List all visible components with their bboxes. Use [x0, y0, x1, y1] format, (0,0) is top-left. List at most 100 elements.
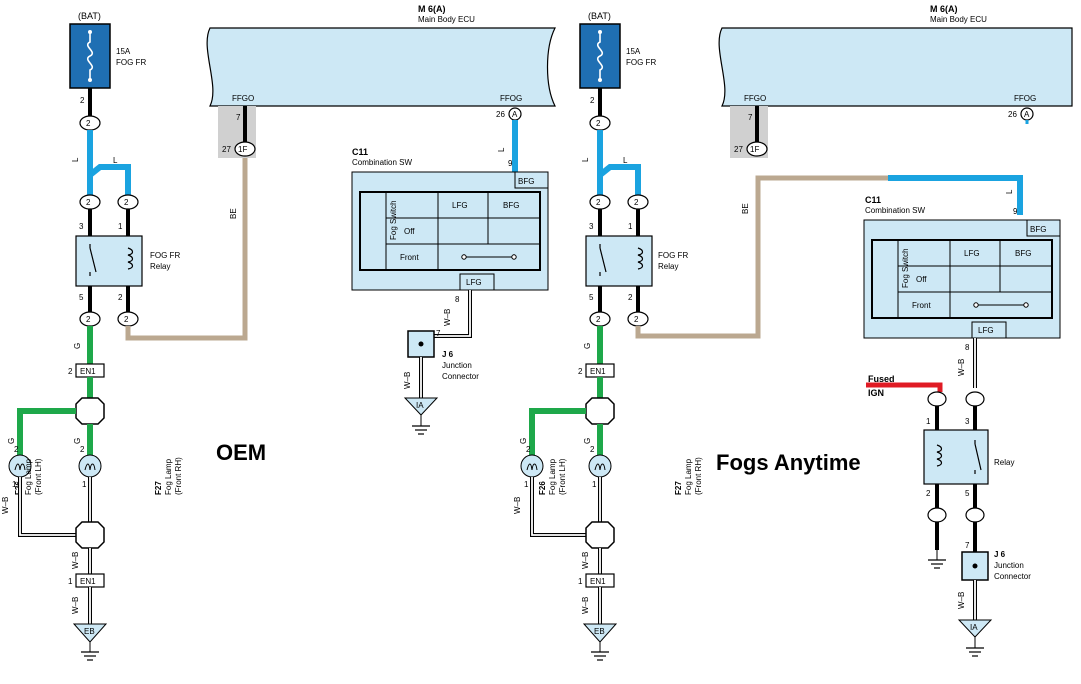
svg-text:W–B: W–B — [581, 597, 590, 614]
svg-text:15A: 15A — [626, 47, 641, 56]
svg-text:(BAT): (BAT) — [588, 11, 611, 21]
svg-text:J 6: J 6 — [442, 350, 454, 359]
svg-text:Junction: Junction — [994, 561, 1024, 570]
svg-text:1: 1 — [68, 577, 73, 586]
ground-ia-icon — [403, 397, 439, 416]
svg-text:26: 26 — [496, 110, 505, 119]
svg-text:W–B: W–B — [1, 497, 10, 514]
fuse-icon — [596, 32, 604, 80]
svg-text:EB: EB — [84, 627, 95, 636]
svg-text:C11: C11 — [352, 147, 368, 157]
svg-text:W–B: W–B — [71, 597, 80, 614]
svg-text:W–B: W–B — [957, 592, 966, 609]
svg-text:Relay: Relay — [994, 458, 1014, 467]
svg-text:Fog Lamp: Fog Lamp — [164, 458, 173, 495]
svg-text:BFG: BFG — [1015, 249, 1031, 258]
svg-text:(Front LH): (Front LH) — [558, 458, 567, 495]
bat-label: (BAT) — [78, 11, 101, 21]
svg-text:1F: 1F — [750, 145, 759, 154]
svg-text:9: 9 — [508, 159, 513, 168]
svg-text:J 6: J 6 — [994, 550, 1006, 559]
svg-text:7: 7 — [236, 113, 241, 122]
svg-text:(Front RH): (Front RH) — [694, 457, 703, 495]
svg-text:Fog Lamp: Fog Lamp — [24, 458, 33, 495]
svg-text:L: L — [497, 147, 506, 152]
svg-text:BE: BE — [741, 203, 750, 214]
svg-text:27: 27 — [734, 145, 743, 154]
svg-text:G: G — [519, 438, 528, 444]
svg-text:G: G — [73, 343, 82, 349]
svg-text:Connector: Connector — [994, 572, 1031, 581]
svg-text:5: 5 — [589, 293, 594, 302]
svg-text:W–B: W–B — [443, 309, 452, 326]
fuse-icon — [86, 32, 94, 80]
svg-text:2: 2 — [86, 315, 91, 324]
relay-coil-icon — [637, 247, 644, 270]
svg-text:BE: BE — [229, 208, 238, 219]
svg-text:Fog Lamp: Fog Lamp — [548, 458, 557, 495]
svg-text:1F: 1F — [238, 145, 247, 154]
svg-text:1: 1 — [628, 222, 633, 231]
svg-text:EN1: EN1 — [590, 577, 606, 586]
fog-lamp-rh-icon — [78, 454, 102, 478]
svg-text:2: 2 — [596, 315, 601, 324]
added-relay — [923, 429, 989, 485]
relay-switch-icon — [974, 440, 982, 474]
svg-text:Front: Front — [400, 253, 419, 262]
svg-text:1: 1 — [12, 480, 17, 489]
svg-text:IGN: IGN — [868, 388, 884, 398]
svg-text:Relay: Relay — [658, 262, 678, 271]
svg-text:IA: IA — [416, 401, 424, 410]
svg-text:LFG: LFG — [466, 278, 482, 287]
be-wire — [125, 150, 248, 341]
fused-ign-wire — [866, 382, 943, 392]
fog-lamp-lh-icon — [520, 454, 544, 478]
svg-text:W–B: W–B — [71, 552, 80, 569]
main-body-ecu — [206, 27, 556, 107]
svg-text:2: 2 — [634, 315, 639, 324]
svg-text:3: 3 — [589, 222, 594, 231]
fogs-anytime-diagram: Fogs Anytime (BAT) 15A FOG FR 2 2 L L 2 … — [513, 4, 1073, 661]
svg-text:2: 2 — [14, 445, 19, 454]
main-body-ecu — [718, 27, 1073, 107]
svg-text:Combination SW: Combination SW — [352, 158, 412, 167]
svg-text:F26: F26 — [538, 481, 547, 495]
svg-text:IA: IA — [970, 623, 978, 632]
svg-text:G: G — [583, 438, 592, 444]
svg-text:8: 8 — [965, 343, 970, 352]
svg-text:Off: Off — [916, 275, 927, 284]
svg-text:G: G — [73, 438, 82, 444]
svg-text:2: 2 — [80, 96, 85, 105]
svg-text:LFG: LFG — [964, 249, 980, 258]
svg-text:Main Body ECU: Main Body ECU — [930, 15, 987, 24]
svg-text:G: G — [7, 438, 16, 444]
svg-text:7: 7 — [965, 541, 970, 550]
svg-text:1: 1 — [524, 480, 529, 489]
svg-text:Fused: Fused — [868, 374, 895, 384]
svg-text:3: 3 — [965, 417, 970, 426]
oem-diagram: OEM (BAT) 15A FOG FR 2 2 L L 2 2 3 1 FOG… — [1, 4, 556, 661]
ground-eb-icon — [72, 623, 108, 643]
svg-text:1: 1 — [578, 577, 583, 586]
svg-text:EN1: EN1 — [80, 577, 96, 586]
relay-coil-icon — [127, 247, 134, 270]
svg-text:L: L — [113, 156, 118, 165]
svg-text:W–B: W–B — [403, 372, 412, 389]
svg-text:27: 27 — [222, 145, 231, 154]
svg-text:1: 1 — [118, 222, 123, 231]
svg-text:F27: F27 — [674, 481, 683, 495]
svg-text:1: 1 — [926, 417, 931, 426]
svg-text:7: 7 — [436, 329, 441, 338]
svg-text:26: 26 — [1008, 110, 1017, 119]
svg-text:Main Body ECU: Main Body ECU — [418, 15, 475, 24]
svg-text:2: 2 — [634, 198, 639, 207]
svg-text:Combination SW: Combination SW — [865, 206, 925, 215]
svg-text:W–B: W–B — [581, 552, 590, 569]
svg-text:2: 2 — [80, 445, 85, 454]
svg-text:5: 5 — [79, 293, 84, 302]
svg-text:FOG FR: FOG FR — [150, 251, 180, 260]
svg-text:2: 2 — [86, 198, 91, 207]
svg-text:2: 2 — [68, 367, 73, 376]
relay-switch-icon — [89, 244, 97, 276]
